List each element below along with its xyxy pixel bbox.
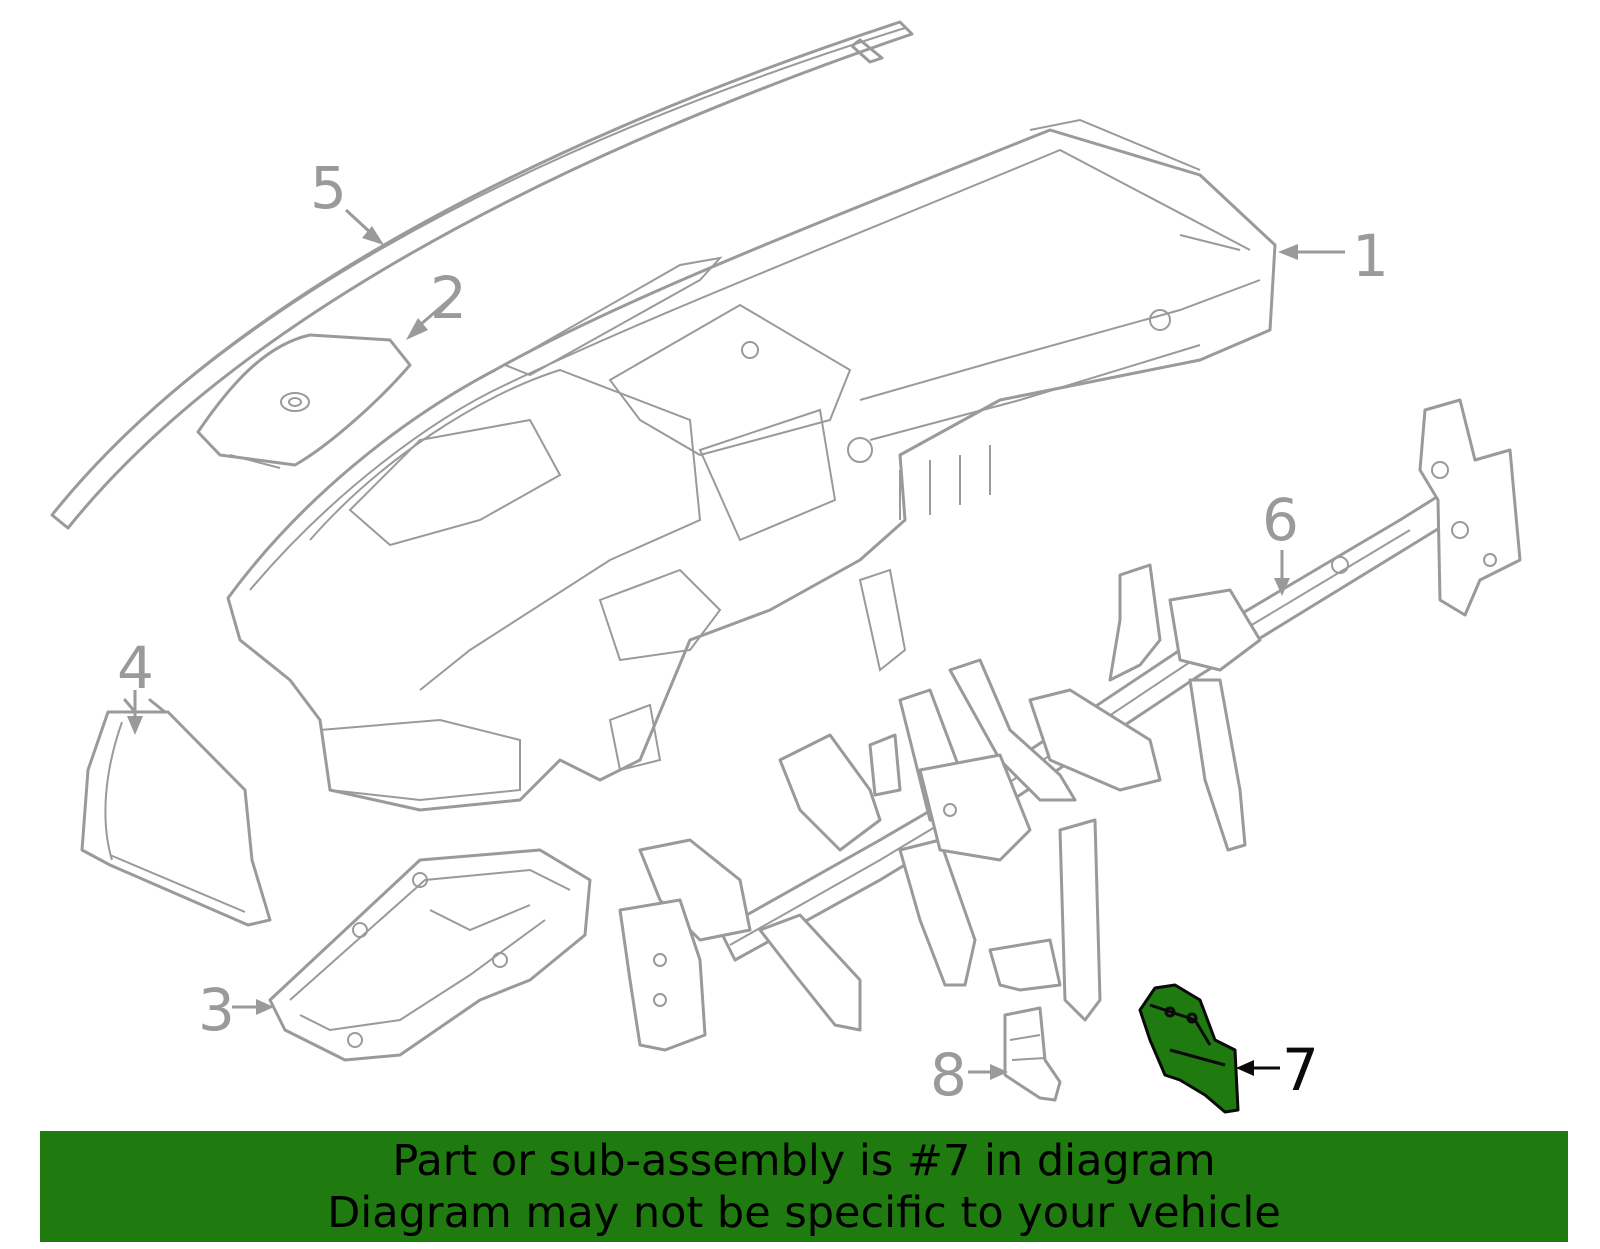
part-4-side-cover xyxy=(80,698,272,927)
callout-7-highlighted: 7 xyxy=(1236,1036,1319,1104)
svg-text:3: 3 xyxy=(198,976,235,1044)
svg-text:6: 6 xyxy=(1262,486,1299,554)
svg-text:5: 5 xyxy=(310,154,347,222)
callout-1: 1 xyxy=(1278,222,1389,290)
callout-6: 6 xyxy=(1262,486,1299,596)
callout-5: 5 xyxy=(310,154,384,245)
part-1-instrument-panel xyxy=(226,118,1277,812)
info-banner: Part or sub-assembly is #7 in diagram Di… xyxy=(40,1131,1568,1242)
part-7-bracket-highlighted xyxy=(1138,983,1240,1114)
banner-line-1: Part or sub-assembly is #7 in diagram xyxy=(392,1135,1216,1186)
callout-4: 4 xyxy=(117,634,154,735)
callout-2: 2 xyxy=(406,264,467,340)
svg-text:8: 8 xyxy=(930,1041,967,1109)
part-3-lower-panel xyxy=(268,848,592,1062)
svg-text:7: 7 xyxy=(1282,1036,1319,1104)
svg-text:2: 2 xyxy=(430,264,467,332)
banner-line-2: Diagram may not be specific to your vehi… xyxy=(327,1187,1281,1238)
part-2-cover xyxy=(196,333,412,469)
svg-text:4: 4 xyxy=(117,634,154,702)
callout-8: 8 xyxy=(930,1041,1008,1109)
part-5-molding xyxy=(50,20,914,530)
callout-3: 3 xyxy=(198,976,274,1044)
part-8-bracket xyxy=(1003,1006,1062,1102)
svg-text:1: 1 xyxy=(1352,222,1389,290)
part-6-beam xyxy=(618,398,1522,1052)
